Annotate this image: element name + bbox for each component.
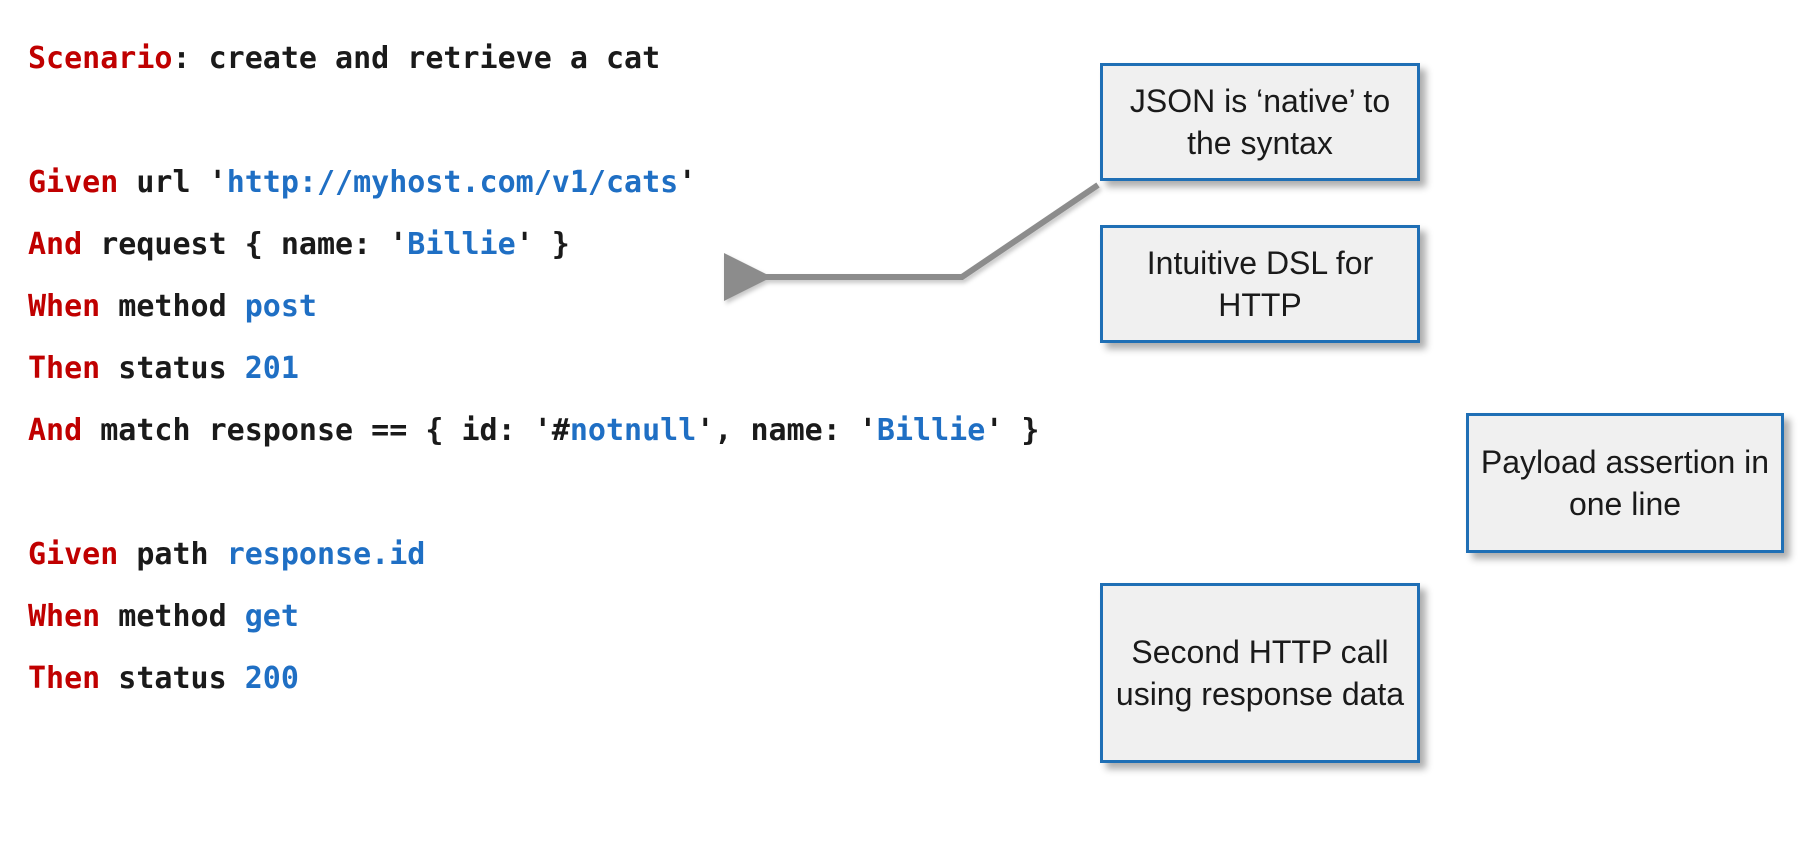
code-token-value: get [244, 599, 299, 634]
code-token-value: 201 [244, 351, 299, 386]
code-token-plain: : create and retrieve a cat [172, 41, 661, 76]
code-token-keyword: Then [28, 351, 101, 386]
code-token-keyword: When [28, 599, 101, 634]
code-token-keyword: When [28, 289, 101, 324]
code-token-plain: ' } [985, 413, 1040, 448]
callout-json-native: JSON is ‘native’ to the syntax [1100, 63, 1420, 181]
callout-payload-assertion: Payload assertion in one line [1466, 413, 1784, 553]
code-token-plain: '# [533, 413, 570, 448]
code-token-plain: method [100, 599, 245, 634]
code-token-plain: ' [389, 227, 408, 262]
code-token-plain: ' [678, 165, 697, 200]
code-line-then-status-200: Then status 200 [28, 648, 1108, 710]
callout-second-http-text: Second HTTP call using response data [1115, 633, 1405, 712]
code-token-value: post [244, 289, 317, 324]
code-token-keyword: Given [28, 537, 119, 572]
code-line-blank-2 [28, 462, 1108, 524]
code-token-plain: url [118, 165, 209, 200]
code-line-given-path: Given path response.id [28, 524, 1108, 586]
code-token-plain: ' [858, 413, 877, 448]
code-line-blank-1 [28, 90, 1108, 152]
code-token-keyword: Then [28, 661, 101, 696]
code-token-plain: ' } [515, 227, 570, 262]
code-token-keyword: Given [28, 165, 119, 200]
code-token-plain: status [100, 661, 245, 696]
callout-second-http: Second HTTP call using response data [1100, 583, 1420, 763]
callout-json-native-text: JSON is ‘native’ to the syntax [1129, 82, 1391, 161]
code-token-plain: ' [208, 165, 227, 200]
code-token-plain: match response == { id: [82, 413, 534, 448]
code-token-plain: request { name: [82, 227, 390, 262]
code-token-value: Billie [876, 413, 986, 448]
code-token-value: 200 [244, 661, 299, 696]
callout-intuitive-dsl: Intuitive DSL for HTTP [1100, 225, 1420, 343]
code-token-plain: method [100, 289, 245, 324]
code-token-value: notnull [569, 413, 697, 448]
code-token-value: http://myhost.com/v1/cats [226, 165, 679, 200]
code-token-plain: ', name: [696, 413, 859, 448]
code-token-keyword: And [28, 413, 83, 448]
code-line-and-match-response: And match response == { id: '#notnull', … [28, 400, 1108, 462]
code-token-plain: status [100, 351, 245, 386]
code-line-given-url: Given url 'http://myhost.com/v1/cats' [28, 152, 1108, 214]
code-line-then-status-201: Then status 201 [28, 338, 1108, 400]
code-line-when-method-post: When method post [28, 276, 1108, 338]
code-line-scenario: Scenario: create and retrieve a cat [28, 28, 1108, 90]
code-token-keyword: And [28, 227, 83, 262]
code-line-and-request: And request { name: 'Billie' } [28, 214, 1108, 276]
code-token-keyword: Scenario [28, 41, 173, 76]
callout-intuitive-dsl-text: Intuitive DSL for HTTP [1146, 244, 1374, 323]
callout-payload-assertion-text: Payload assertion in one line [1480, 443, 1770, 522]
code-token-value: Billie [407, 227, 516, 262]
code-token-plain: path [118, 537, 227, 572]
code-line-when-method-get: When method get [28, 586, 1108, 648]
code-token-value: response.id [226, 537, 426, 572]
